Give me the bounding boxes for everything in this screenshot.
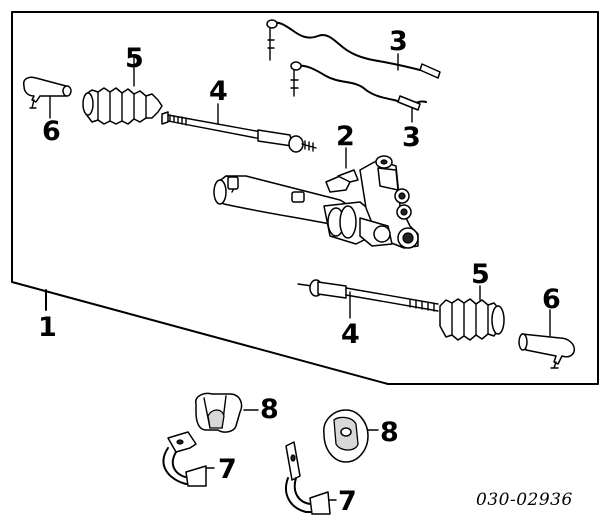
callout-2: 2 — [336, 121, 355, 152]
callout-4-left: 4 — [209, 76, 228, 107]
inner-tie-rod-right — [297, 279, 439, 319]
inner-tie-rod-left — [161, 103, 317, 153]
callout-8-left: 8 — [260, 394, 279, 425]
pressure-lines — [266, 19, 441, 123]
callout-5-right: 5 — [471, 259, 490, 290]
callout-3-bottom: 3 — [402, 122, 421, 153]
mount-clamp-left — [162, 431, 215, 487]
callout-7-right: 7 — [338, 486, 357, 517]
callout-6-right: 6 — [542, 284, 561, 315]
mount-bushing-left — [195, 392, 259, 433]
callout-6-left: 6 — [42, 116, 61, 147]
tie-rod-end-right — [518, 309, 576, 369]
rack-housing — [213, 155, 419, 249]
mount-clamp-right — [285, 441, 337, 515]
tie-rod-end-left — [22, 76, 72, 109]
callout-7-left: 7 — [218, 454, 237, 485]
callout-5-left: 5 — [125, 43, 144, 74]
diagram-code: 030-02936 — [476, 490, 573, 510]
callout-1: 1 — [38, 312, 57, 343]
callout-3-top: 3 — [389, 26, 408, 57]
callout-4-right: 4 — [341, 319, 360, 350]
boot-right — [439, 285, 505, 341]
mount-bushing-right — [323, 409, 379, 463]
assembly-frame — [11, 11, 599, 385]
boot-left — [82, 54, 163, 125]
bolt — [325, 147, 359, 193]
callout-8-right: 8 — [380, 417, 399, 448]
